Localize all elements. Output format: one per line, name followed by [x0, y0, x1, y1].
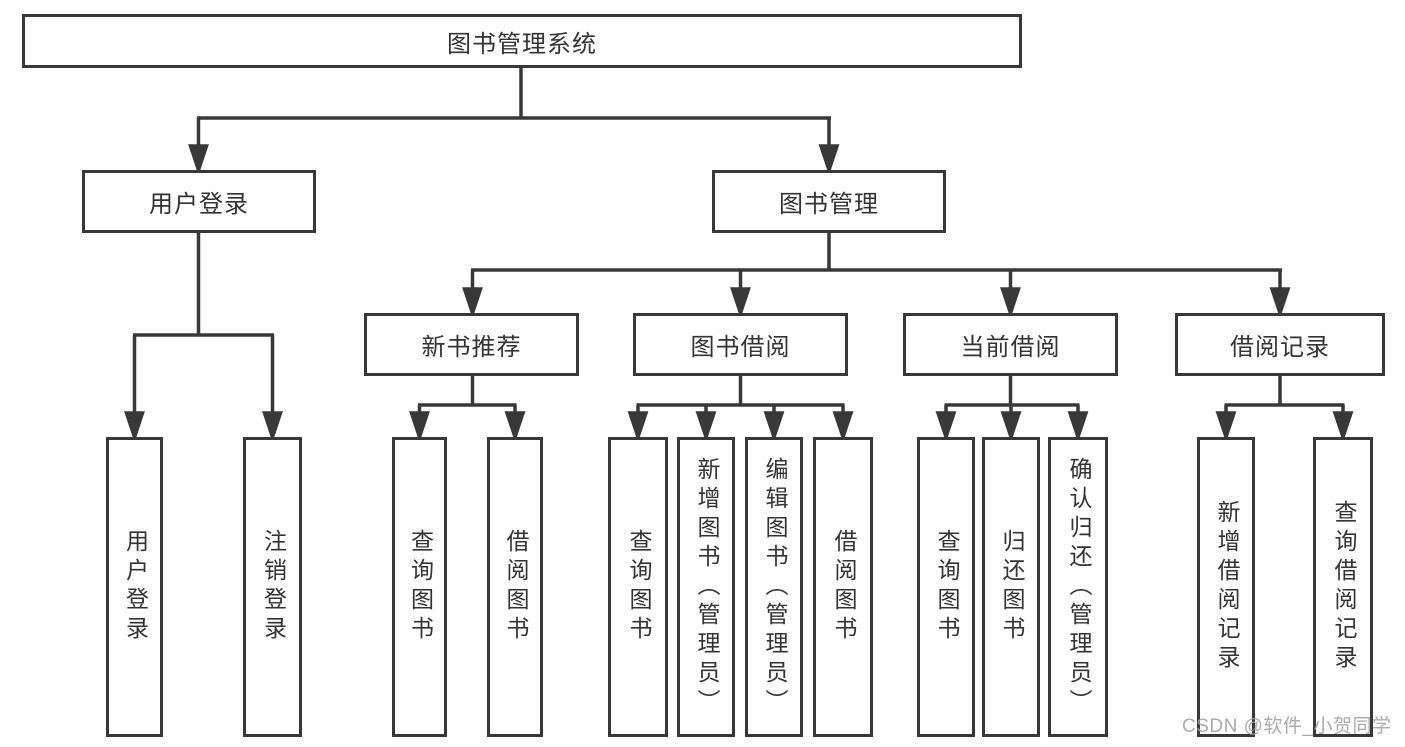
- node-label: 确认归还（管理员）: [1065, 456, 1092, 718]
- leaf-user-login: 用户登录: [106, 437, 163, 737]
- leaf-search-books-3: 查询图书: [917, 437, 975, 737]
- node-book-borrowing: 图书借阅: [633, 313, 848, 376]
- csdn-watermark: CSDN @软件_小贺同学: [1182, 716, 1392, 737]
- leaf-logout: 注销登录: [243, 437, 302, 737]
- node-label: 新增借阅记录: [1213, 500, 1240, 674]
- arrowhead-icon: [763, 411, 785, 443]
- node-label: 图书管理系统: [447, 30, 597, 58]
- leaf-search-books-2: 查询图书: [608, 437, 668, 737]
- arrowhead-icon: [730, 287, 751, 319]
- arrowhead-icon: [1215, 411, 1237, 443]
- arrowhead-icon: [1000, 411, 1022, 443]
- leaf-borrow-books-2: 借阅图书: [813, 437, 873, 737]
- arrowhead-icon: [1067, 411, 1089, 443]
- node-label: 当前借阅: [960, 334, 1061, 361]
- node-label: 借阅图书: [502, 529, 529, 645]
- node-label: 借阅图书: [830, 529, 857, 645]
- arrowhead-icon: [462, 287, 483, 319]
- arrowhead-icon: [124, 411, 145, 443]
- leaf-add-borrow-record: 新增借阅记录: [1197, 437, 1255, 737]
- arrowhead-icon: [188, 144, 209, 176]
- arrowhead-icon: [409, 411, 430, 443]
- arrowhead-icon: [1269, 287, 1291, 319]
- leaf-search-borrow-record: 查询借阅记录: [1313, 437, 1373, 737]
- node-borrow-records: 借阅记录: [1175, 313, 1385, 376]
- arrowhead-icon: [262, 411, 283, 443]
- arrowhead-icon: [1332, 411, 1354, 443]
- node-label: 注销登录: [260, 529, 287, 645]
- node-label: 图书管理: [779, 191, 879, 218]
- node-label: 用户登录: [149, 191, 249, 218]
- arrowhead-icon: [1000, 287, 1021, 319]
- arrowhead-icon: [935, 411, 957, 443]
- arrowhead-icon: [695, 411, 717, 443]
- node-label: 借阅记录: [1230, 334, 1330, 361]
- node-label: 图书借阅: [690, 334, 791, 361]
- leaf-add-books-admin: 新增图书（管理员）: [677, 437, 735, 737]
- arrowhead-icon: [818, 144, 840, 176]
- node-new-book-recommend: 新书推荐: [364, 313, 579, 376]
- node-label: 用户登录: [122, 529, 149, 645]
- leaf-confirm-return-admin: 确认归还（管理员）: [1048, 437, 1108, 737]
- leaf-borrow-books-1: 借阅图书: [487, 437, 543, 737]
- leaf-search-books-1: 查询图书: [392, 437, 447, 737]
- node-book-management: 图书管理: [712, 170, 946, 233]
- node-label: 新增图书（管理员）: [693, 456, 720, 718]
- node-label: 查询图书: [407, 529, 434, 645]
- arrowhead-icon: [832, 411, 854, 443]
- node-current-borrowing: 当前借阅: [903, 313, 1118, 376]
- node-label: 查询借阅记录: [1330, 500, 1357, 674]
- leaf-return-books: 归还图书: [982, 437, 1040, 737]
- arrowhead-icon: [504, 411, 526, 443]
- node-library-system: 图书管理系统: [22, 14, 1022, 68]
- node-user-login: 用户登录: [82, 170, 316, 233]
- node-label: 新书推荐: [421, 334, 522, 361]
- node-label: 编辑图书（管理员）: [761, 456, 788, 718]
- leaf-edit-books-admin: 编辑图书（管理员）: [745, 437, 803, 737]
- node-label: 归还图书: [998, 529, 1025, 645]
- node-label: 查询图书: [625, 529, 652, 645]
- node-label: 查询图书: [933, 529, 960, 645]
- arrowhead-icon: [627, 411, 649, 443]
